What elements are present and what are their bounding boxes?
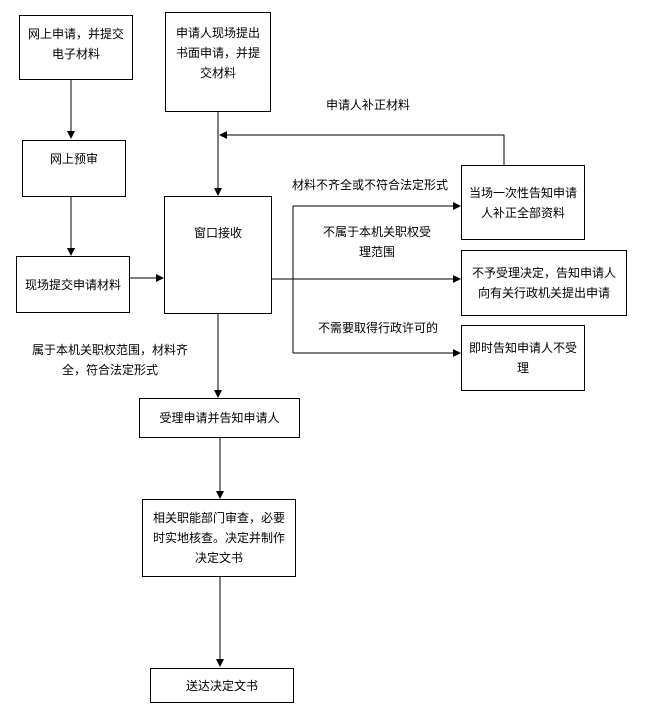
node-window-receive-text: 窗口接收 <box>193 226 242 240</box>
node-onsite-written-text: 申请人现场提出书面申请，并提交材料 <box>175 26 260 80</box>
node-deliver-text: 送达决定文书 <box>185 678 258 693</box>
node-notify-supplement: 当场一次性告知申请人补正全部资料 <box>461 165 585 240</box>
node-accept-notify: 受理申请并告知申请人 <box>139 398 300 438</box>
node-online-apply-text: 网上申请，并提交电子材料 <box>27 27 124 61</box>
node-online-precheck-text: 网上预审 <box>49 152 98 166</box>
node-window-receive: 窗口接收 <box>164 196 272 314</box>
label-incomplete: 材料不齐全或不符合法定形式 <box>291 178 448 192</box>
label-out-of-scope: 不属于本机关职权受理范围 <box>322 225 431 259</box>
node-notify-supplement-text: 当场一次性告知申请人补正全部资料 <box>468 185 577 220</box>
node-reject-decision-text: 不予受理决定，告知申请人向有关行政机关提出申请 <box>471 266 616 300</box>
node-onsite-submit-text: 现场提交申请材料 <box>24 277 121 292</box>
node-accept-notify-text: 受理申请并告知申请人 <box>159 411 280 425</box>
node-onsite-submit: 现场提交申请材料 <box>16 256 130 313</box>
node-notify-not-accept-text: 即时告知申请人不受理 <box>468 341 577 375</box>
node-notify-not-accept: 即时告知申请人不受理 <box>461 325 585 391</box>
node-dept-review: 相关职能部门审查，必要时实地核查。决定并制作决定文书 <box>142 499 296 577</box>
label-supplement: 申请人补正材料 <box>325 98 410 112</box>
node-online-apply: 网上申请，并提交电子材料 <box>19 15 133 80</box>
arrow-supplement-loop <box>219 131 505 165</box>
node-onsite-written: 申请人现场提出书面申请，并提交材料 <box>165 12 271 112</box>
node-online-precheck: 网上预审 <box>22 140 126 197</box>
label-in-scope: 属于本机关职权范围，材料齐全，符合法定形式 <box>31 343 188 377</box>
node-dept-review-text: 相关职能部门审查，必要时实地核查。决定并制作决定文书 <box>152 511 285 565</box>
node-deliver: 送达决定文书 <box>150 668 294 703</box>
node-reject-decision: 不予受理决定，告知申请人向有关行政机关提出申请 <box>461 250 627 316</box>
label-no-permit-needed: 不需要取得行政许可的 <box>317 321 438 335</box>
